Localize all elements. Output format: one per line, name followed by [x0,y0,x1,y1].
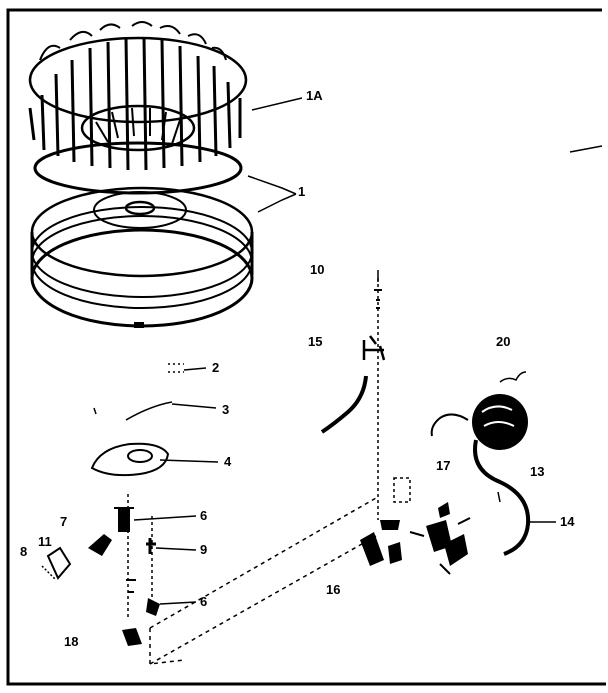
coil-dash [497,491,501,503]
flywheel-hub-bore [124,200,156,216]
part-16-points [360,502,471,575]
label-13: 13 [530,464,544,479]
callout-labels: 1A 1 10 15 20 2 3 4 17 13 14 6 9 7 11 8 … [20,88,575,649]
label-14: 14 [560,514,575,529]
part-3-spring [93,401,173,421]
coil-highlight [481,405,515,427]
part-18-clip [122,628,142,646]
label-2: 2 [212,360,219,375]
flywheel-key-slot [134,322,144,328]
flywheel-groove-2 [31,215,253,309]
frame-border [6,8,606,686]
flywheel-top-face [30,186,254,278]
label-1: 1 [298,184,305,199]
lead-boot-15 [362,335,386,361]
part-7-condenser [41,534,112,581]
label-3: 3 [222,402,229,417]
label-15: 15 [308,334,322,349]
part-6-screw-upper [114,507,134,532]
label-18: 18 [64,634,78,649]
label-1a: 1A [306,88,323,103]
coil-lead-wire [473,439,531,556]
fan-inner-vanes [95,107,181,145]
label-8: 8 [20,544,27,559]
fan-top-ring [28,36,248,124]
label-6-lower: 6 [200,594,207,609]
label-17: 17 [436,458,450,473]
ignition-coil [430,371,531,556]
label-7: 7 [60,514,67,529]
fan-fins [28,37,242,171]
base-plate-outline [149,497,377,665]
part-9-nut [146,538,156,554]
fan-blower [28,21,248,195]
label-20: 20 [496,334,510,349]
fan-center-ring [80,104,196,152]
coil-clip-20 [499,371,527,383]
label-10: 10 [310,262,324,277]
part-4-plate [90,442,170,477]
frame-tick [569,145,603,153]
base-plate [127,477,411,665]
terminal-block-17 [393,477,411,503]
label-9: 9 [200,542,207,557]
fan-fin-tips [39,21,227,61]
fan-base-ring [33,141,243,195]
leader-lines [133,97,556,605]
label-4: 4 [224,454,232,469]
lead-wire [320,375,368,434]
label-6-upper: 6 [200,508,207,523]
coil-ground-wire [430,413,469,437]
flywheel-groove-1 [31,206,253,298]
label-11: 11 [38,534,52,549]
lead-terminal-10 [374,289,382,309]
label-16: 16 [326,582,340,597]
part-6-screw-lower [126,579,160,616]
flywheel [30,186,254,328]
part-2-cap [168,363,184,373]
flywheel-bottom-rim [30,228,254,328]
spark-plug-lead [320,278,386,520]
